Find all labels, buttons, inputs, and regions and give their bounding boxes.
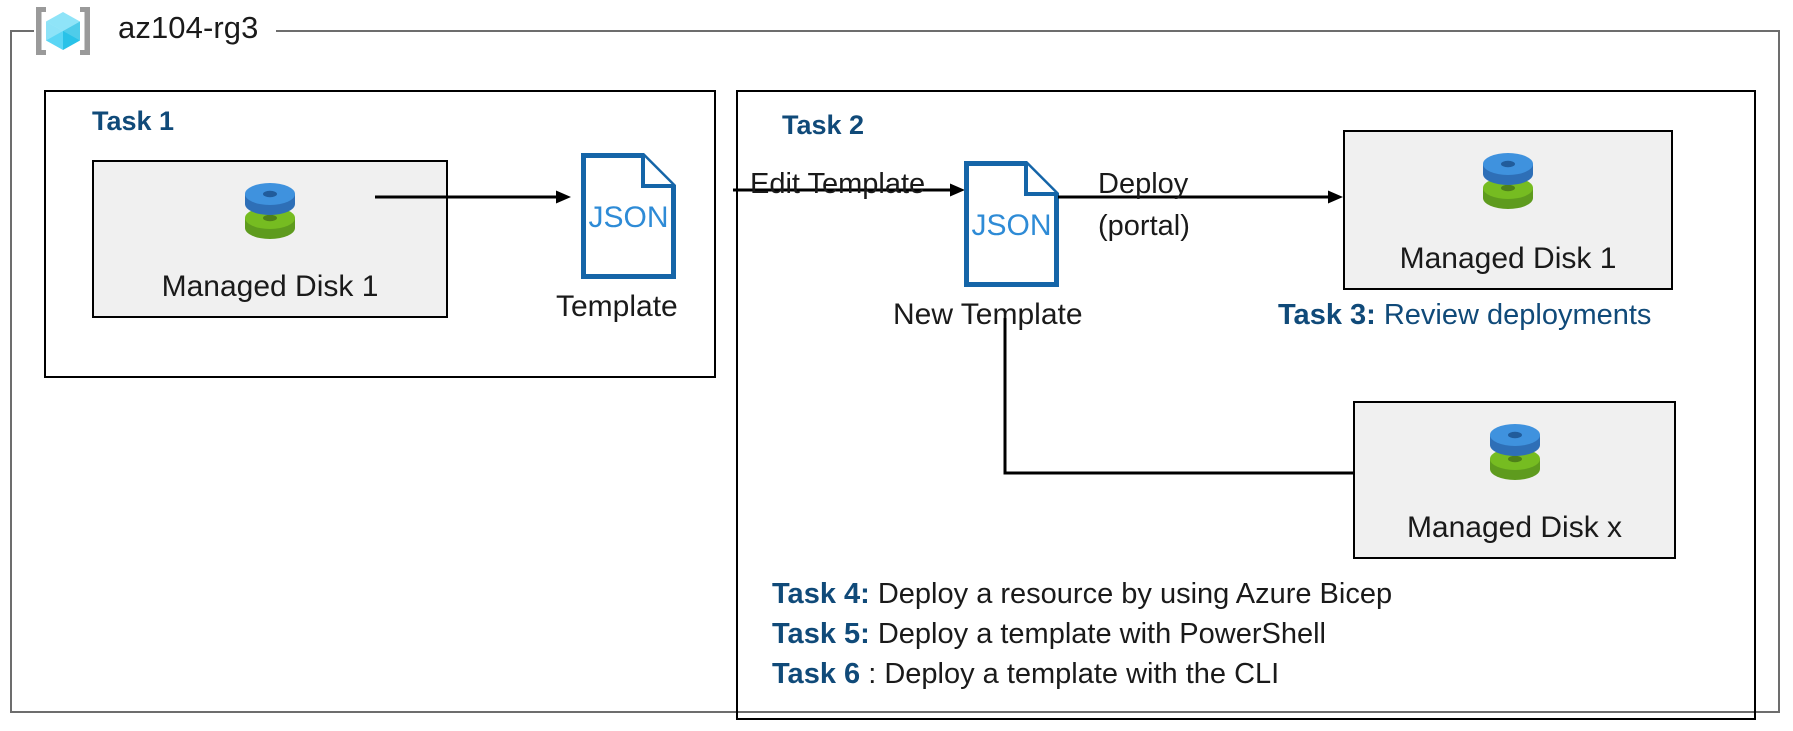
managed-disk-1-source-box: Managed Disk 1 [92, 160, 448, 318]
task-1-heading: Task 1 [92, 106, 175, 136]
managed-disk-icon [1477, 148, 1539, 219]
svg-text:JSON: JSON [588, 201, 668, 234]
task-5-note: Task 5: Deploy a template with PowerShel… [772, 618, 1326, 651]
arrow-deploy-to-managed-disk-x [1003, 318, 1368, 480]
task-2-heading: Task 2 [782, 110, 865, 140]
managed-disk-x-box: Managed Disk x [1353, 401, 1676, 559]
template-caption: Template [556, 290, 678, 323]
task-5-key: Task 5: [772, 618, 870, 650]
edit-template-label: Edit Template [750, 168, 926, 200]
portal-label: (portal) [1098, 210, 1190, 242]
json-new-template-icon: JSON [963, 160, 1060, 293]
resource-group-border-top-left [10, 30, 34, 32]
deploy-label: Deploy [1098, 168, 1189, 200]
svg-text:JSON: JSON [971, 209, 1051, 242]
task-4-key: Task 4: [772, 578, 870, 610]
managed-disk-1-deployed-box: Managed Disk 1 [1343, 130, 1673, 290]
azure-resource-group-icon [32, 4, 94, 58]
json-template-icon: JSON [580, 152, 677, 285]
task-1-group-box [44, 90, 716, 378]
arrow-deploy-portal [1058, 190, 1343, 204]
arrow-disk-to-template [375, 190, 571, 204]
task-6-key: Task 6 [772, 658, 861, 690]
task-3-value: Review deployments [1383, 299, 1652, 331]
task-3-note: Task 3: Review deployments [1278, 299, 1651, 332]
task-2-group-box [736, 90, 1756, 720]
new-template-caption: New Template [893, 298, 1083, 331]
task-6-value: : Deploy a template with the CLI [868, 658, 1280, 690]
resource-group-name: az104-rg3 [118, 10, 259, 45]
resource-group-border-top-right [276, 30, 1780, 32]
managed-disk-1-deployed-label: Managed Disk 1 [1399, 242, 1617, 275]
managed-disk-1-source-label: Managed Disk 1 [161, 270, 379, 303]
managed-disk-x-label: Managed Disk x [1406, 511, 1623, 544]
resource-group-container [10, 31, 1780, 713]
managed-disk-icon [1484, 419, 1546, 490]
task-3-key: Task 3: [1278, 299, 1376, 331]
task-6-note: Task 6 : Deploy a template with the CLI [772, 658, 1279, 691]
task-5-value: Deploy a template with PowerShell [877, 618, 1326, 650]
arrow-edit-template [733, 183, 965, 197]
managed-disk-icon [239, 178, 301, 249]
task-4-value: Deploy a resource by using Azure Bicep [877, 578, 1393, 610]
task-4-note: Task 4: Deploy a resource by using Azure… [772, 578, 1392, 611]
